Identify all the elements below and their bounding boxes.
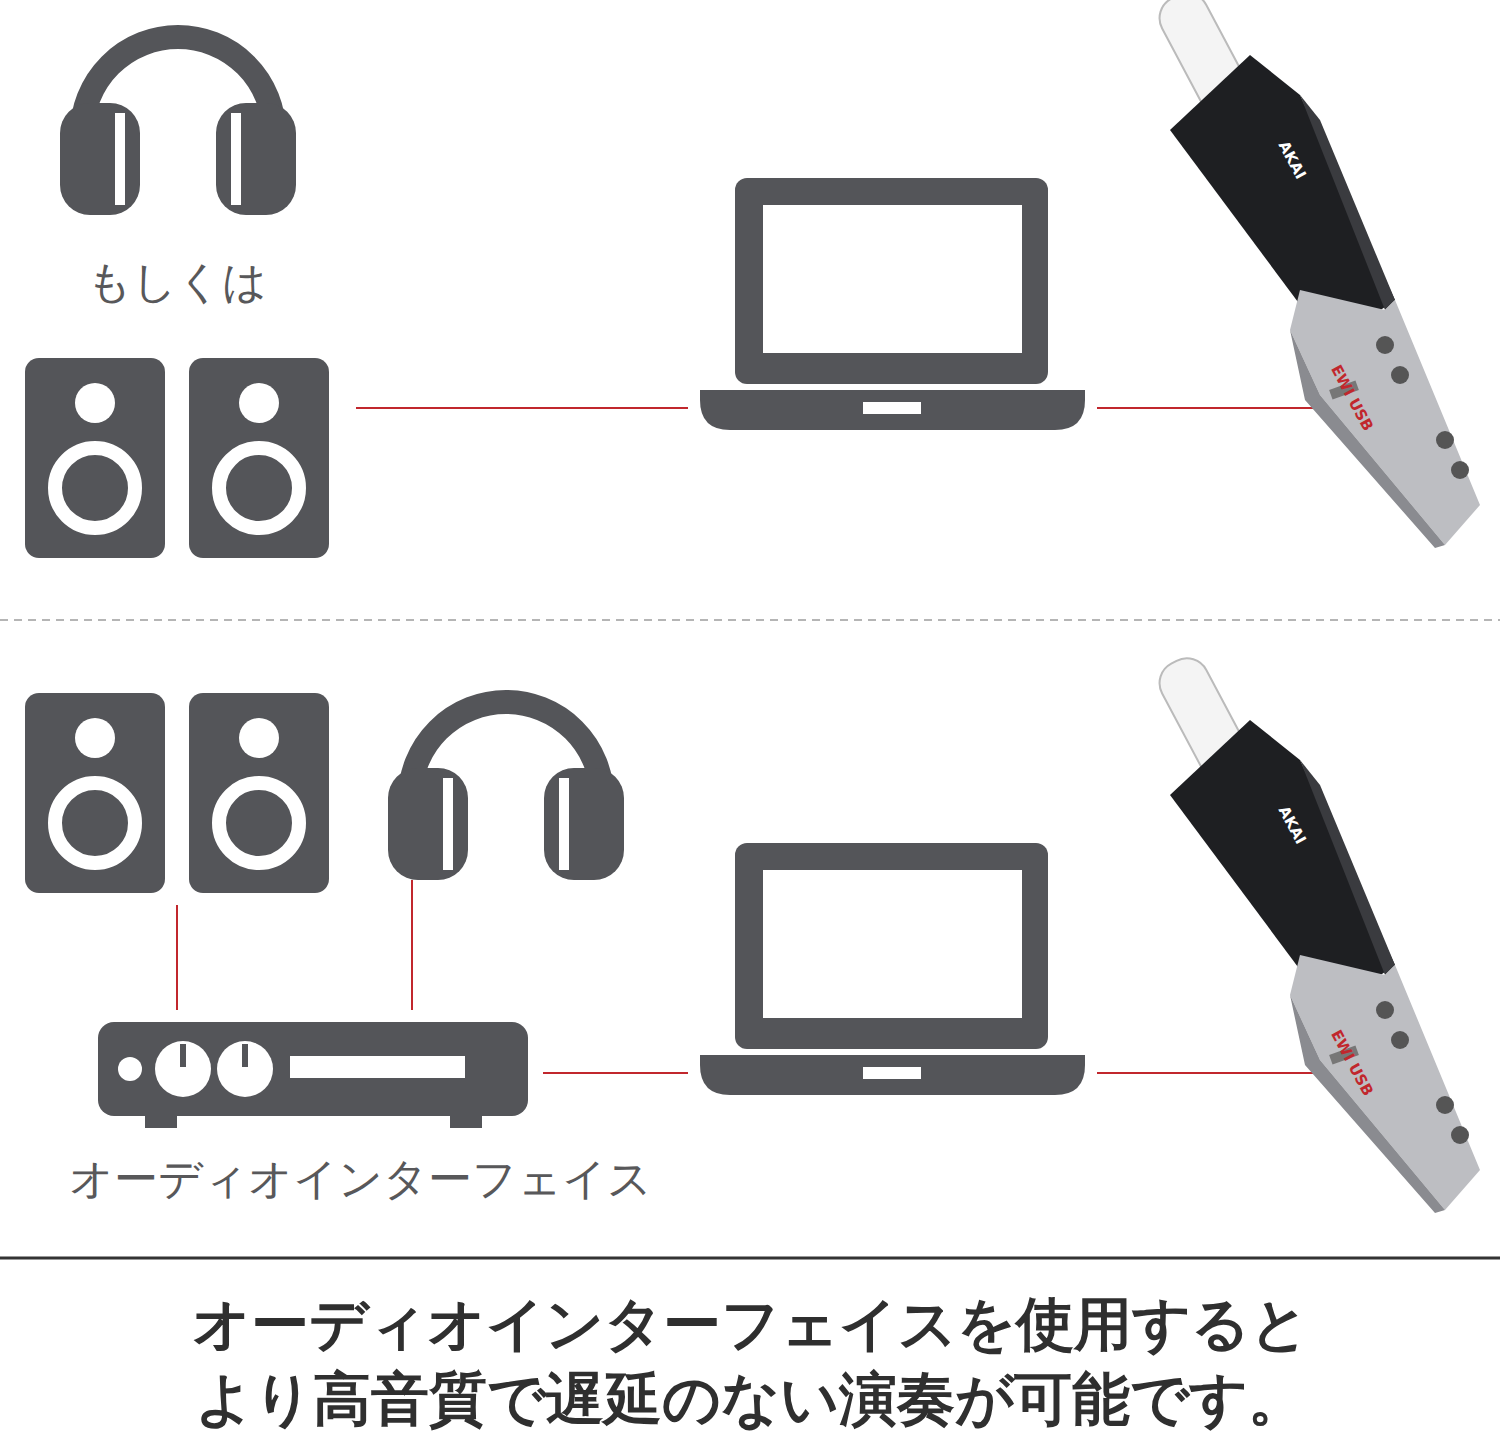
caption-text: オーディオインターフェイスを使用すると より高音質で遅延のない演奏が可能です。 (150, 1287, 1350, 1438)
or-label: もしくは (87, 253, 267, 312)
audio-interface: オーディオインターフェイス (20, 1012, 700, 1209)
caption: オーディオインターフェイスを使用すると より高音質で遅延のない演奏が可能です。 (0, 1287, 1500, 1438)
device-label: オーディオインターフェイス (20, 1150, 700, 1209)
audio-interface-icon (20, 1012, 680, 1142)
